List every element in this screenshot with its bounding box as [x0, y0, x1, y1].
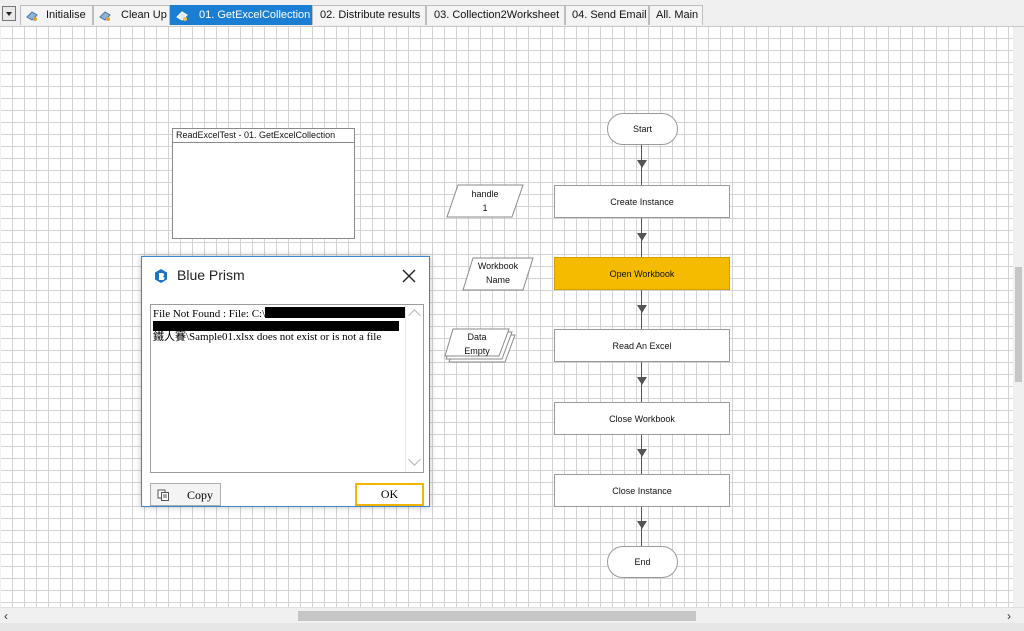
tab-01-getexcelcollection[interactable]: 01. GetExcelCollection	[170, 5, 312, 25]
tab-label: All. Main	[656, 9, 699, 21]
scroll-thumb[interactable]	[298, 611, 696, 621]
error-dialog: Blue Prism File Not Found : File: C:\ 鐵人…	[141, 256, 430, 507]
status-strip	[0, 623, 1024, 631]
start-stage[interactable]: Start	[607, 113, 678, 145]
data-item-label: Empty	[464, 346, 490, 356]
message-text: File Not Found : File: C:\ 鐵人賽\Sample01.…	[153, 307, 406, 343]
scroll-right-arrow-icon[interactable]: ›	[1007, 609, 1011, 623]
stage-label: Create Instance	[610, 196, 674, 207]
stage-label: Close Instance	[612, 485, 672, 496]
copy-icon	[157, 489, 169, 501]
vertical-scrollbar[interactable]	[1013, 27, 1024, 607]
arrowhead	[637, 305, 647, 313]
subsheet-info-stage[interactable]: ReadExcelTest - 01. GetExcelCollection	[172, 128, 355, 239]
subsheet-info-title: ReadExcelTest - 01. GetExcelCollection	[173, 129, 354, 143]
data-item-workbook-name[interactable]: Workbook Name	[462, 257, 534, 291]
tab-label: Clean Up	[121, 9, 167, 21]
tab-all-main[interactable]: All. Main	[649, 5, 703, 25]
copy-button[interactable]: Copy	[150, 483, 221, 506]
message-line: 鐵人賽\Sample01.xlsx does not exist or is n…	[153, 331, 382, 343]
tab-bar: Initialise Clean Up 01. GetExcelCollecti…	[0, 0, 1024, 27]
data-item-label: handle	[471, 189, 499, 199]
read-an-excel-stage[interactable]: Read An Excel	[554, 329, 730, 362]
message-scrollbar[interactable]	[405, 305, 423, 472]
arrowhead	[637, 160, 647, 168]
collection-stack-shape	[444, 328, 516, 363]
page-icon	[99, 11, 111, 21]
tab-02-distribute-results[interactable]: 02. Distribute results	[312, 5, 426, 25]
tab-label: 04. Send Email	[572, 9, 647, 21]
data-item-label: Workbook	[477, 261, 519, 271]
tab-04-send-email[interactable]: 04. Send Email	[565, 5, 649, 25]
tab-list-dropdown-button[interactable]	[2, 6, 16, 21]
create-instance-stage[interactable]: Create Instance	[554, 185, 730, 218]
horizontal-scrollbar[interactable]: ‹ ›	[0, 607, 1024, 624]
tab-clean-up[interactable]: Clean Up	[93, 5, 170, 25]
blue-prism-logo-icon	[155, 269, 167, 283]
stage-label: Open Workbook	[609, 268, 675, 279]
tab-initialise[interactable]: Initialise	[20, 5, 93, 25]
scroll-down-arrow-icon[interactable]	[408, 453, 421, 466]
open-workbook-stage[interactable]: Open Workbook	[554, 257, 730, 290]
close-workbook-stage[interactable]: Close Workbook	[554, 402, 730, 435]
scroll-up-arrow-icon[interactable]	[408, 309, 421, 322]
arrowhead	[637, 521, 647, 529]
dialog-title: Blue Prism	[177, 267, 245, 283]
page-icon	[26, 11, 38, 21]
arrowhead	[637, 233, 647, 241]
parallelogram-shape	[446, 184, 524, 218]
message-line: File Not Found : File: C:\	[153, 308, 266, 320]
redaction-block	[265, 307, 406, 318]
data-collection-data[interactable]: Data Empty	[444, 328, 516, 363]
scroll-thumb[interactable]	[1015, 267, 1022, 382]
stage-label: End	[634, 557, 651, 567]
parallelogram-shape	[462, 257, 534, 291]
data-item-label: Name	[485, 275, 510, 285]
scroll-left-arrow-icon[interactable]: ‹	[4, 609, 8, 623]
tab-label: 03. Collection2Worksheet	[434, 9, 560, 21]
process-canvas[interactable]	[1, 27, 1013, 607]
copy-button-label: Copy	[187, 488, 214, 502]
page-icon	[176, 11, 188, 21]
ok-button[interactable]: OK	[355, 483, 424, 506]
tab-label: 02. Distribute results	[320, 9, 421, 21]
arrowhead	[637, 449, 647, 457]
redaction-block	[153, 321, 399, 331]
stage-label: Read An Excel	[612, 340, 672, 351]
stage-label: Start	[632, 124, 652, 134]
tab-label: Initialise	[46, 9, 86, 21]
data-item-label: Data	[467, 332, 487, 342]
message-textbox[interactable]: File Not Found : File: C:\ 鐵人賽\Sample01.…	[150, 304, 424, 473]
data-item-handle[interactable]: handle 1	[446, 184, 524, 218]
tab-03-collection2worksheet[interactable]: 03. Collection2Worksheet	[426, 5, 565, 25]
tab-label: 01. GetExcelCollection	[199, 9, 311, 21]
arrowhead	[637, 377, 647, 385]
data-item-label: 1	[482, 203, 488, 213]
close-icon[interactable]	[400, 267, 418, 285]
stage-label: Close Workbook	[609, 413, 675, 424]
close-instance-stage[interactable]: Close Instance	[554, 474, 730, 507]
end-stage[interactable]: End	[607, 546, 678, 578]
